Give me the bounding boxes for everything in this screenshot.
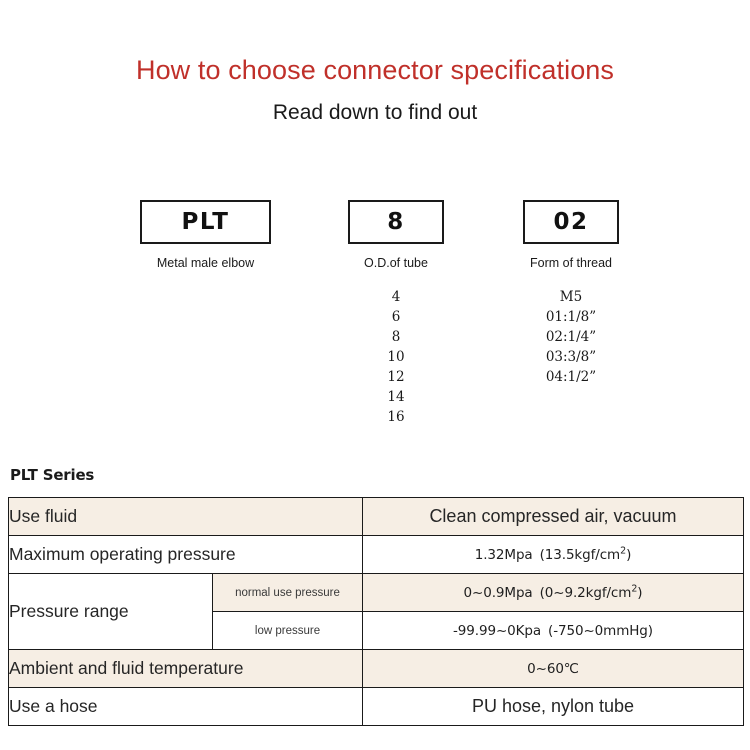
spec-value-normal-use-pressure: 0~0.9Mpa (0~9.2kgf/cm2) bbox=[362, 573, 744, 612]
code-option: 12 bbox=[387, 369, 405, 385]
code-column-series: PLT Metal male elbow bbox=[140, 200, 271, 287]
code-option: 4 bbox=[391, 289, 401, 305]
value-main: 0~0.9Mpa bbox=[463, 584, 533, 601]
spec-label-ambient-fluid-temperature: Ambient and fluid temperature bbox=[8, 649, 363, 688]
table-row: Use fluid Clean compressed air, vacuum bbox=[8, 497, 744, 536]
code-caption-tube-od: O.D.of tube bbox=[364, 256, 428, 270]
value-superscript: 2 bbox=[631, 583, 638, 594]
code-options-tube-od: 4 6 8 10 12 14 16 bbox=[348, 287, 444, 427]
spec-value-low-pressure: -99.99~0Kpa (-750~0mmHg) bbox=[362, 611, 744, 650]
code-option: 01:1/8” bbox=[545, 309, 597, 325]
code-option: 14 bbox=[387, 389, 405, 405]
spec-value-ambient-fluid-temperature: 0~60℃ bbox=[362, 649, 744, 688]
code-caption-series: Metal male elbow bbox=[156, 256, 255, 270]
spec-label-max-operating-pressure: Maximum operating pressure bbox=[8, 535, 363, 574]
code-option: 04:1/2” bbox=[545, 369, 597, 385]
code-box-thread-form: 02 bbox=[523, 200, 619, 244]
series-label: PLT Series bbox=[10, 466, 95, 484]
table-row: Maximum operating pressure 1.32Mpa (13.5k… bbox=[8, 535, 744, 574]
spec-label-use-a-hose: Use a hose bbox=[8, 687, 363, 726]
code-option: M5 bbox=[559, 289, 583, 305]
code-option: 16 bbox=[387, 409, 405, 425]
spec-value-use-fluid: Clean compressed air, vacuum bbox=[362, 497, 744, 536]
value-paren: (-750~0mmHg) bbox=[548, 622, 653, 639]
spec-value-use-a-hose: PU hose, nylon tube bbox=[362, 687, 744, 726]
code-box-tube-od: 8 bbox=[348, 200, 444, 244]
spec-label-use-fluid: Use fluid bbox=[8, 497, 363, 536]
page-title: How to choose connector specifications bbox=[135, 55, 615, 85]
code-options-thread-form: M5 01:1/8” 02:1/4” 03:3/8” 04:1/2” bbox=[523, 287, 619, 387]
code-value-series: PLT bbox=[181, 209, 230, 235]
code-caption-thread-form: Form of thread bbox=[530, 256, 612, 270]
table-row: low pressure -99.99~0Kpa (-750~0mmHg) bbox=[9, 611, 744, 650]
spec-label-pressure-range: Pressure range bbox=[8, 573, 213, 650]
spec-value-max-operating-pressure: 1.32Mpa (13.5kgf/cm2) bbox=[362, 535, 744, 574]
code-option: 6 bbox=[391, 309, 401, 325]
code-value-tube-od: 8 bbox=[387, 209, 405, 235]
specification-table: Use fluid Clean compressed air, vacuum M… bbox=[8, 497, 744, 726]
code-box-series: PLT bbox=[140, 200, 271, 244]
spec-sublabel-low-pressure: low pressure bbox=[212, 611, 363, 650]
code-option: 03:3/8” bbox=[545, 349, 597, 365]
value-paren: (0~9.2kgf/cm bbox=[539, 584, 632, 601]
spec-sublabel-normal-use-pressure: normal use pressure bbox=[212, 573, 363, 612]
value-superscript: 2 bbox=[620, 545, 627, 556]
value-tail: ) bbox=[626, 546, 632, 563]
code-option: 02:1/4” bbox=[545, 329, 597, 345]
value-main: 1.32Mpa bbox=[474, 546, 533, 563]
value-paren: (13.5kgf/cm bbox=[539, 546, 621, 563]
table-row: Use a hose PU hose, nylon tube bbox=[8, 687, 744, 726]
page-subtitle: Read down to find out bbox=[272, 101, 478, 124]
table-row: Pressure range normal use pressure 0~0.9… bbox=[8, 573, 744, 650]
value-main: -99.99~0Kpa bbox=[453, 622, 542, 639]
code-breakdown: PLT Metal male elbow 8 O.D.of tube 4 6 8… bbox=[140, 200, 619, 427]
code-column-tube-od: 8 O.D.of tube 4 6 8 10 12 14 16 bbox=[348, 200, 444, 427]
code-option: 10 bbox=[387, 349, 405, 365]
code-value-thread-form: 02 bbox=[553, 209, 589, 235]
code-column-thread-form: 02 Form of thread M5 01:1/8” 02:1/4” 03:… bbox=[523, 200, 619, 387]
code-option: 8 bbox=[391, 329, 401, 345]
value-tail: ) bbox=[637, 584, 643, 601]
table-row: Ambient and fluid temperature 0~60℃ bbox=[8, 649, 744, 688]
